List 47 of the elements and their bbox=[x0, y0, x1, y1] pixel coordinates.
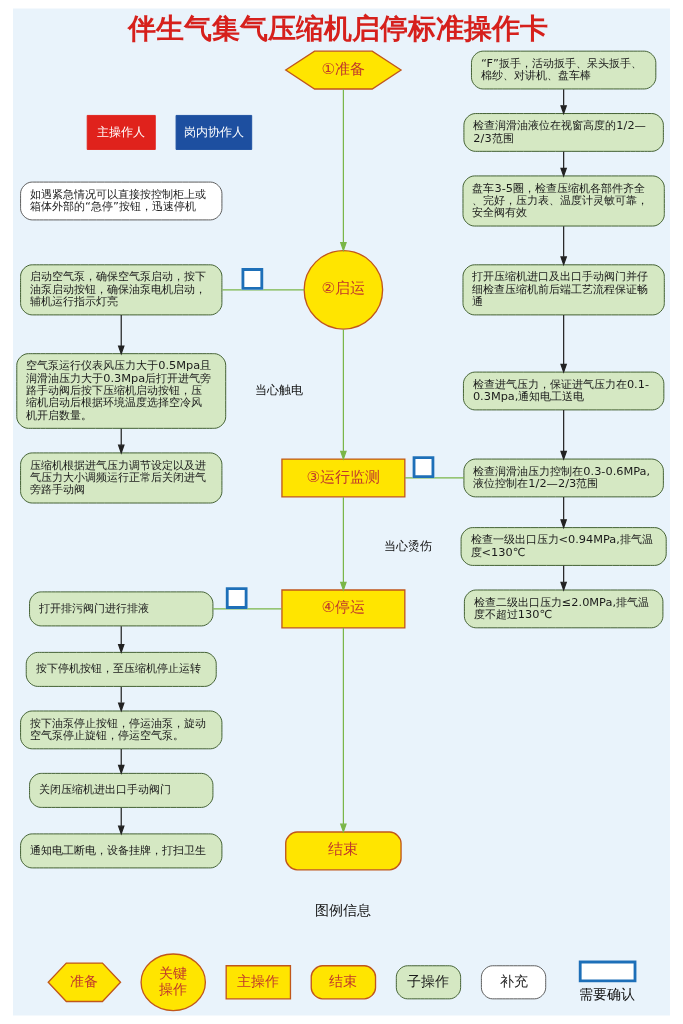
node-box: ③运行监测 bbox=[281, 458, 406, 498]
label: 当心烫伤 bbox=[383, 538, 432, 553]
node-circle: ②启运 bbox=[303, 249, 384, 330]
node-box: ④停运 bbox=[281, 589, 406, 629]
node-box: 检查润滑油液位在视窗高度的1/2— 2/3范围 bbox=[463, 113, 664, 152]
arrow bbox=[339, 88, 347, 253]
node-box: 按下停机按钮，至压缩机停止运转 bbox=[25, 651, 217, 687]
node-box: 检查一级出口压力<0.94MPa,排气温度<130℃ bbox=[460, 527, 667, 566]
diagram-title: 伴生气集气压缩机启停标准操作卡 bbox=[128, 11, 549, 45]
node-box: 盘车3-5圈，检查压缩机各部件齐全、完好，压力表、温度计灵敏可靠，安全阀有效 bbox=[462, 175, 665, 227]
arrow bbox=[560, 225, 568, 267]
node-box: 关闭压缩机进出口手动阀门 bbox=[29, 772, 214, 808]
connector bbox=[212, 608, 283, 610]
node-box: 结束 bbox=[285, 831, 402, 871]
arrow bbox=[339, 328, 347, 461]
arrow bbox=[560, 314, 568, 374]
node-box: 按下油泵停止按钮，停运油泵，旋动空气泵停止旋钮，停运空气泵。 bbox=[20, 710, 223, 750]
legend-label: 主操作 bbox=[237, 972, 280, 989]
node-box: 启动空气泵，确保空气泵启动，按下油泵启动按钮，确保油泵电机启动，辅机运行指示灯亮 bbox=[20, 264, 223, 316]
node-box: 打开排污阀门进行排液 bbox=[29, 591, 214, 627]
arrow bbox=[117, 625, 125, 655]
node-box: “F”扳手，活动扳手、呆头扳手、棉纱、对讲机、盘车棒 bbox=[471, 50, 657, 90]
node-box: 压缩机根据进气压力调节设定以及进气压力大小调频运行正常后关闭进气旁路手动阀 bbox=[20, 452, 223, 504]
legend-label: 子操作 bbox=[407, 972, 450, 989]
node-box: 如遇紧急情况可以直接按控制柜上或箱体外部的“急停”按钮，迅速停机 bbox=[20, 181, 223, 221]
arrow bbox=[560, 496, 568, 530]
arrow bbox=[339, 496, 347, 592]
legend-label: 需要确认 bbox=[578, 986, 635, 1003]
legend-label: 补充 bbox=[499, 972, 528, 989]
connector bbox=[404, 477, 465, 479]
node-box: 检查二级出口压力≤2.0MPa,排气温度不超过130℃ bbox=[463, 589, 664, 629]
arrow bbox=[560, 409, 568, 461]
label: 图例信息 bbox=[315, 901, 372, 918]
legend-label: 岗内协作人 bbox=[183, 124, 244, 139]
legend-label: 关键操作 bbox=[159, 964, 188, 997]
node-box: 通知电工断电，设备挂牌，打扫卫生 bbox=[20, 833, 223, 869]
legend-label: 结束 bbox=[329, 972, 358, 989]
legend-label: 主操作人 bbox=[97, 124, 146, 139]
node-box: 空气泵运行仪表风压力大于0.5Mpa且润滑油压力大于0.3Mpa后打开进气旁路手动阀后按下压缩机启动按钮，压缩机启动后根据环境温度选择空冷风机开启数量。 bbox=[16, 353, 227, 429]
node-box: 检查进气压力，保证进气压力在0.1-0.3Mpa,通知电工送电 bbox=[462, 371, 665, 411]
arrow bbox=[339, 627, 347, 834]
legend-label: 准备 bbox=[70, 972, 99, 989]
arrow bbox=[117, 807, 125, 836]
node-box: 打开压缩机进口及出口手动阀门并仔细检查压缩机前后端工艺流程保证畅通 bbox=[462, 264, 665, 316]
label: 当心触电 bbox=[255, 383, 304, 398]
arrow bbox=[117, 314, 125, 356]
node-box: 检查润滑油压力控制在0.3-0.6MPa,液位控制在1/2—2/3范围 bbox=[463, 458, 664, 498]
